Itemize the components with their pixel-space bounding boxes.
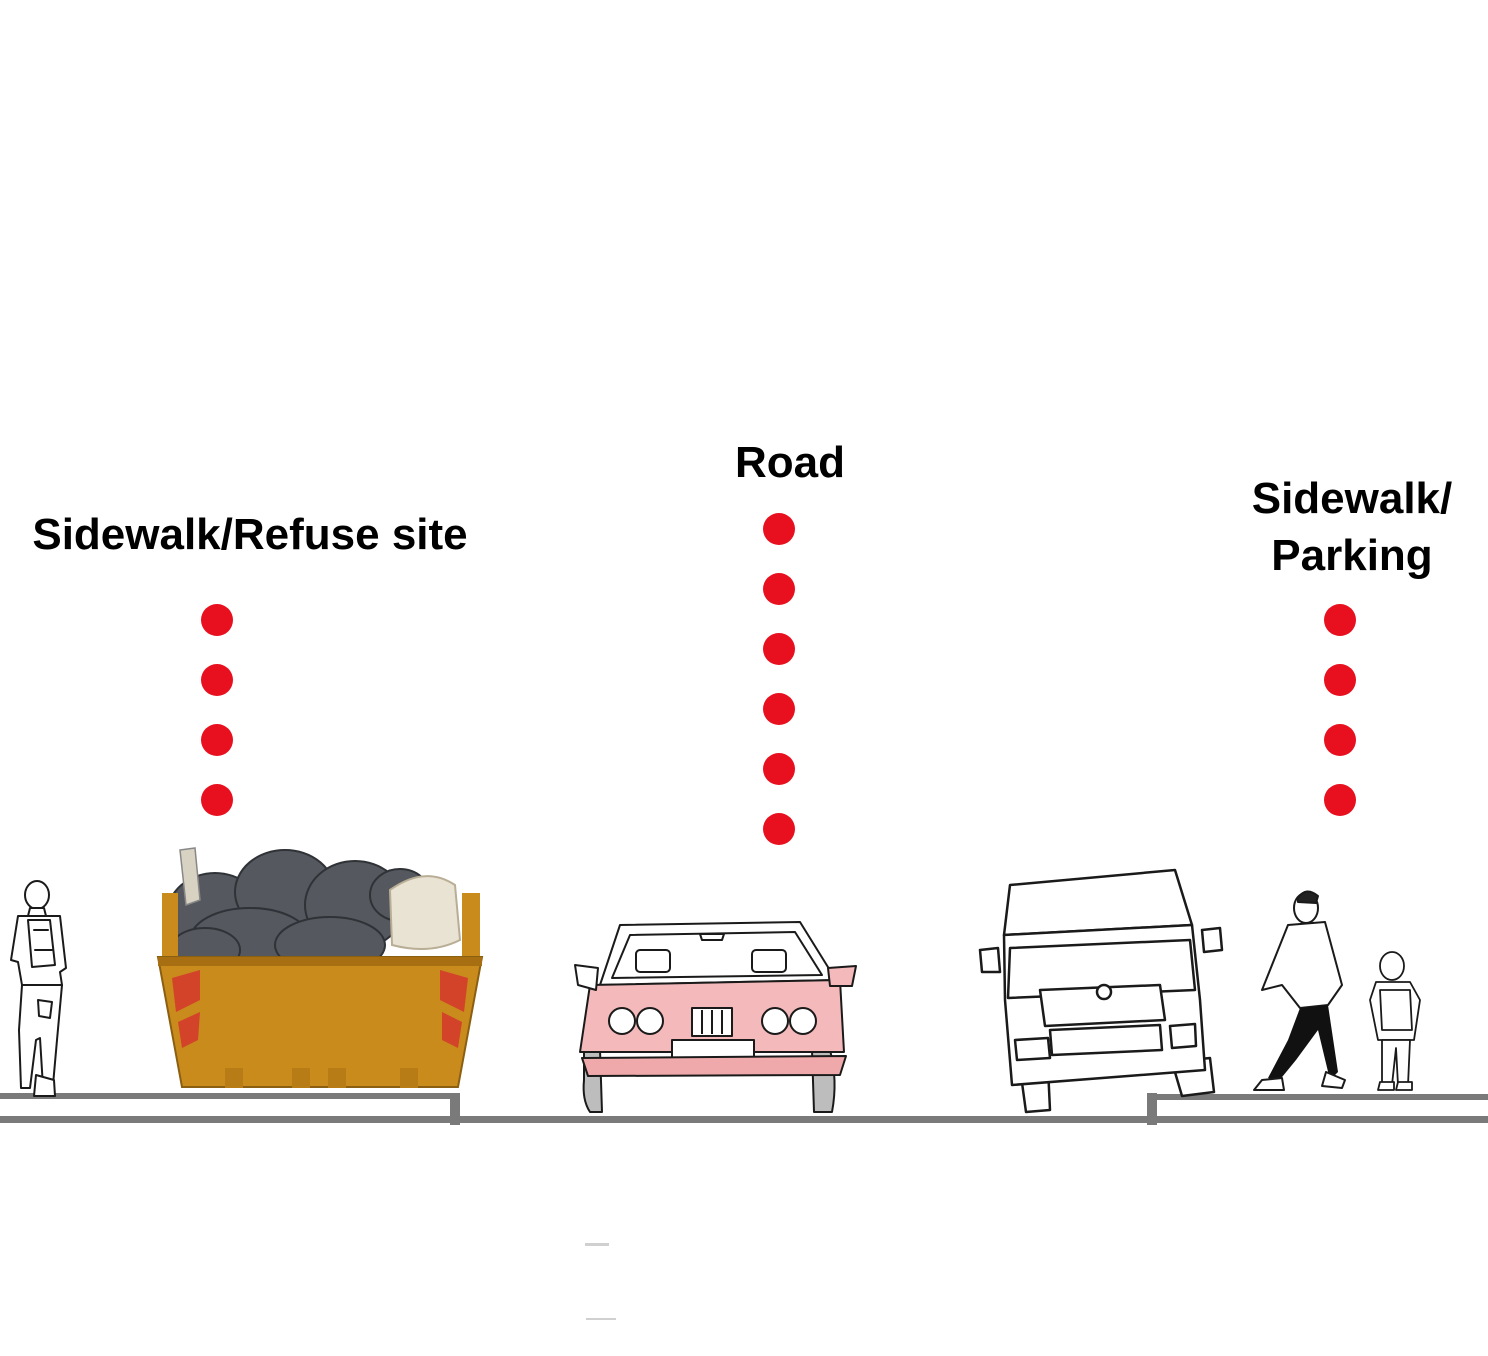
dot [1324, 784, 1356, 816]
dot [201, 784, 233, 816]
dot [201, 604, 233, 636]
dot [763, 693, 795, 725]
dot [1324, 604, 1356, 636]
sidewalk-refuse-site-label: Sidewalk/Refuse site [32, 510, 468, 559]
dot [763, 573, 795, 605]
skip-bin-with-trash-bags-icon [156, 847, 484, 1088]
dot [201, 664, 233, 696]
sidewalk-parking-label: Sidewalk/ Parking [1230, 470, 1474, 584]
pedestrian-backpack-icon [10, 880, 67, 1097]
van-front-icon [978, 868, 1224, 1114]
road-label: Road [735, 438, 845, 487]
dot [763, 513, 795, 545]
dot [763, 753, 795, 785]
sidewalk-parking-label-line-2: Parking [1271, 531, 1433, 580]
walking-man-icon [1253, 890, 1346, 1091]
dot [1324, 664, 1356, 696]
child-backpack-icon [1369, 951, 1421, 1091]
dot [1324, 724, 1356, 756]
image-artifacts [585, 1243, 616, 1320]
dot [763, 813, 795, 845]
car-front-icon [574, 921, 857, 1113]
dot [763, 633, 795, 665]
ground-lines [0, 1093, 1488, 1125]
sidewalk-parking-label-line-1: Sidewalk/ [1251, 474, 1453, 523]
dot [201, 724, 233, 756]
